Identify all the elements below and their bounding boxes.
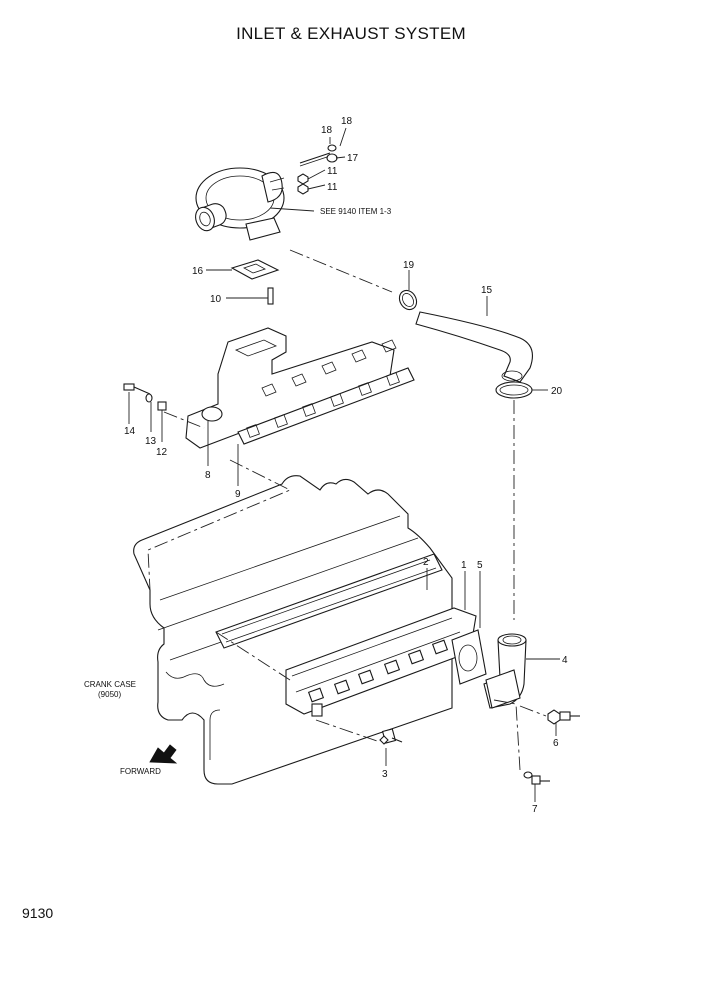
bolt-6 bbox=[547, 709, 580, 725]
hose-clamp-20 bbox=[495, 381, 533, 399]
leader-lines bbox=[128, 127, 560, 802]
callout-3: 3 bbox=[382, 769, 388, 780]
callout-16: 16 bbox=[192, 266, 204, 277]
page-number: 9130 bbox=[22, 905, 54, 921]
crank-case-label: CRANK CASE bbox=[84, 680, 136, 689]
inlet-hose bbox=[415, 311, 533, 383]
see-reference-note: SEE 9140 ITEM 1-3 bbox=[320, 207, 392, 216]
cover-gasket bbox=[215, 553, 443, 649]
forward-arrow-icon bbox=[149, 744, 178, 764]
inlet-connection bbox=[483, 633, 527, 709]
turbocharger bbox=[195, 167, 285, 241]
callout-10: 10 bbox=[210, 294, 222, 305]
bolt-3 bbox=[379, 728, 403, 745]
alignment-lines bbox=[147, 249, 547, 771]
crank-case-ref: (9050) bbox=[98, 690, 121, 699]
callout-2: 2 bbox=[423, 557, 429, 568]
callout-15: 15 bbox=[481, 285, 493, 296]
callout-14: 14 bbox=[124, 426, 136, 437]
callout-6: 6 bbox=[553, 738, 559, 749]
callout-9: 9 bbox=[235, 489, 241, 500]
hose-clamp-19 bbox=[398, 289, 418, 311]
exhaust-manifold bbox=[185, 327, 397, 449]
manifold-bolt-set bbox=[123, 383, 167, 411]
callout-20: 20 bbox=[551, 386, 563, 397]
callout-12: 12 bbox=[156, 447, 168, 458]
page-title: INLET & EXHAUST SYSTEM bbox=[236, 24, 466, 43]
turbo-gasket bbox=[230, 259, 280, 305]
inlet-gasket bbox=[451, 629, 487, 685]
callout-18: 18 bbox=[321, 125, 333, 136]
callout-1: 1 bbox=[461, 560, 467, 571]
turbo-fasteners bbox=[297, 144, 338, 195]
callout-17: 17 bbox=[347, 153, 359, 164]
callout-11: 11 bbox=[327, 166, 338, 177]
bolt-7 bbox=[523, 771, 550, 785]
engine-block bbox=[133, 475, 453, 785]
callout-8: 8 bbox=[205, 470, 211, 481]
callout-13: 13 bbox=[145, 436, 157, 447]
callout-19: 19 bbox=[403, 260, 415, 271]
callout-5: 5 bbox=[477, 560, 483, 571]
callout-4: 4 bbox=[562, 655, 568, 666]
callout-18: 18 bbox=[341, 116, 353, 127]
callout-11: 11 bbox=[327, 182, 338, 193]
callout-7: 7 bbox=[532, 804, 538, 815]
forward-label: FORWARD bbox=[120, 767, 161, 776]
manifold-gasket bbox=[237, 367, 415, 445]
intake-manifold bbox=[285, 607, 477, 717]
